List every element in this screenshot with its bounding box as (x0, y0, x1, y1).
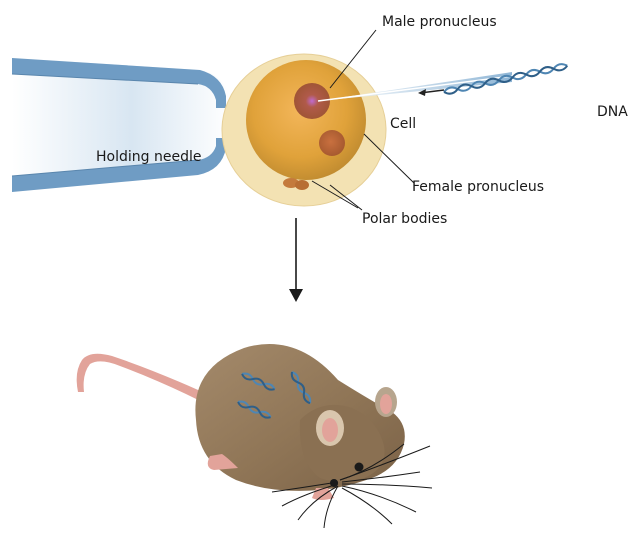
label-polar-bodies: Polar bodies (362, 211, 447, 227)
mouse-ear-back-icon (375, 387, 397, 417)
polar-bodies-shape (283, 178, 309, 190)
label-female-pronucleus: Female pronucleus (412, 179, 544, 195)
label-cell: Cell (390, 116, 416, 132)
dna-helix-icon (443, 63, 569, 95)
mouse-whiskers (271, 443, 433, 529)
female-pronucleus-shape (319, 130, 345, 156)
dna-helix-icon (237, 371, 312, 419)
mouse-eye (354, 462, 364, 472)
mouse-ear-icon (316, 410, 344, 446)
cell (221, 53, 387, 207)
injection-pipette (317, 63, 569, 102)
label-male-pronucleus: Male pronucleus (382, 14, 497, 30)
mouse-back-foot (207, 454, 238, 470)
transgenic-mouse (76, 344, 433, 529)
label-dna: DNA (597, 104, 628, 120)
holding-needle (11, 58, 230, 192)
label-holding-needle: Holding needle (96, 149, 201, 165)
cytoplasm (246, 60, 366, 180)
down-arrow-icon (289, 218, 303, 302)
male-pronucleus-shape (294, 83, 330, 119)
leader-lines (311, 29, 415, 211)
